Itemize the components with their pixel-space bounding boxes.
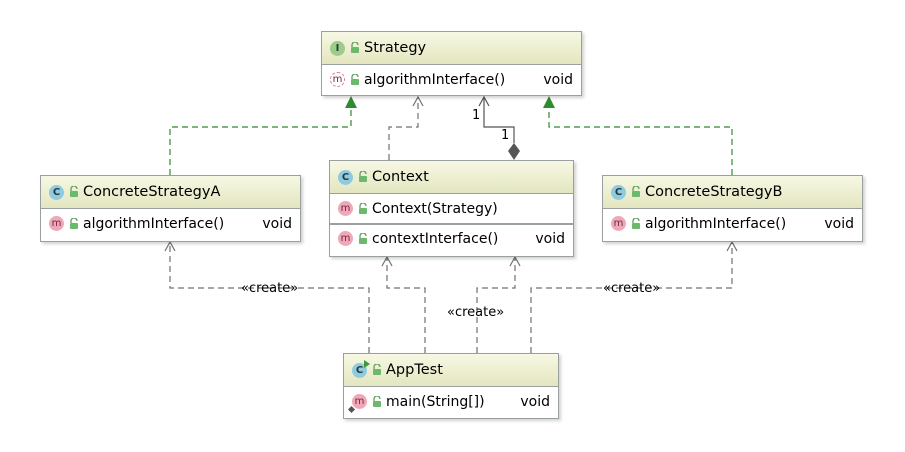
open-arrowhead-b-create (726, 240, 738, 252)
open-arrowhead-context-left (381, 255, 393, 267)
open-arrowhead-strategy-dep (412, 95, 424, 107)
class-icon: C (49, 184, 64, 200)
method-row[interactable]: m contextInterface() void (330, 223, 573, 252)
class-name: Strategy (364, 40, 427, 56)
runnable-class-icon: C (352, 359, 370, 378)
public-lock-icon (359, 232, 367, 244)
method-icon: m (49, 216, 64, 231)
interface-icon: I (330, 40, 345, 56)
method-name: contextInterface() (372, 230, 499, 247)
class-icon: C (338, 169, 353, 185)
class-icon: C (611, 184, 626, 200)
public-lock-icon (373, 395, 381, 407)
method-name: main(String[]) (386, 393, 485, 410)
method-row[interactable]: m algorithmInterface() void (41, 209, 300, 238)
static-method-icon: m (347, 394, 367, 414)
class-header-concrete-strategy-a: C ConcreteStrategyA (41, 176, 300, 209)
public-lock-icon (632, 217, 640, 229)
method-return-type: void (535, 230, 565, 247)
class-header-strategy: I Strategy (322, 32, 581, 65)
class-box-concrete-strategy-b[interactable]: C ConcreteStrategyB m algorithmInterface… (602, 175, 863, 242)
method-row[interactable]: m algorithmInterface() void (603, 209, 862, 238)
create-apptest-to-a (169, 242, 370, 353)
realization-a-to-strategy (169, 106, 352, 175)
class-name: ConcreteStrategyA (83, 184, 221, 200)
class-header-context: C Context (330, 161, 573, 194)
multiplicity-strategy: 1 (472, 108, 481, 123)
method-icon: m (338, 201, 353, 216)
open-arrowhead-context-right (509, 255, 521, 267)
composition-line (483, 97, 515, 143)
constructor-row[interactable]: m Context(Strategy) (330, 194, 573, 223)
method-name: algorithmInterface() (364, 71, 506, 88)
class-box-apptest[interactable]: C AppTest m main(String[]) void (343, 353, 559, 419)
public-lock-icon (359, 171, 367, 182)
method-row[interactable]: m main(String[]) void (344, 387, 558, 416)
public-lock-icon (70, 217, 78, 229)
method-return-type: void (262, 215, 292, 232)
method-name: algorithmInterface() (645, 215, 787, 232)
class-name: AppTest (386, 362, 443, 378)
method-icon: m (611, 216, 626, 231)
class-name: Context (372, 169, 429, 185)
create-apptest-to-context-right (476, 257, 516, 353)
create-label-right: «create» (603, 281, 661, 296)
dependency-context-to-strategy (388, 97, 419, 160)
class-name: ConcreteStrategyB (645, 184, 783, 200)
class-box-context[interactable]: C Context m Context(Strategy) m contextI… (329, 160, 574, 257)
static-indicator-icon (347, 405, 356, 414)
realization-arrowhead-a (345, 96, 357, 108)
abstract-method-icon: m (330, 72, 345, 87)
run-indicator-icon (364, 359, 370, 368)
method-icon: m (338, 231, 353, 246)
realization-b-to-strategy (548, 106, 733, 175)
class-box-strategy[interactable]: I Strategy m algorithmInterface() void (321, 31, 582, 96)
method-row[interactable]: m algorithmInterface() void (322, 65, 581, 94)
public-lock-icon (632, 186, 640, 197)
multiplicity-context: 1 (501, 128, 510, 143)
composition-diamond (508, 143, 520, 160)
public-lock-icon (351, 42, 359, 53)
create-apptest-to-context-left (386, 257, 426, 353)
method-return-type: void (520, 393, 550, 410)
public-lock-icon (359, 202, 367, 214)
public-lock-icon (373, 364, 381, 375)
create-label-center: «create» (447, 305, 505, 320)
create-label-left: «create» (241, 281, 299, 296)
class-header-apptest: C AppTest (344, 354, 558, 387)
method-name: Context(Strategy) (372, 200, 498, 217)
method-return-type: void (543, 71, 573, 88)
composition-open-arrowhead (478, 95, 490, 107)
method-return-type: void (824, 215, 854, 232)
method-name: algorithmInterface() (83, 215, 225, 232)
realization-arrowhead-b (543, 96, 555, 108)
open-arrowhead-a-create (164, 240, 176, 252)
class-header-concrete-strategy-b: C ConcreteStrategyB (603, 176, 862, 209)
public-lock-icon (351, 73, 359, 85)
class-box-concrete-strategy-a[interactable]: C ConcreteStrategyA m algorithmInterface… (40, 175, 301, 242)
create-apptest-to-b (530, 242, 733, 353)
public-lock-icon (70, 186, 78, 197)
